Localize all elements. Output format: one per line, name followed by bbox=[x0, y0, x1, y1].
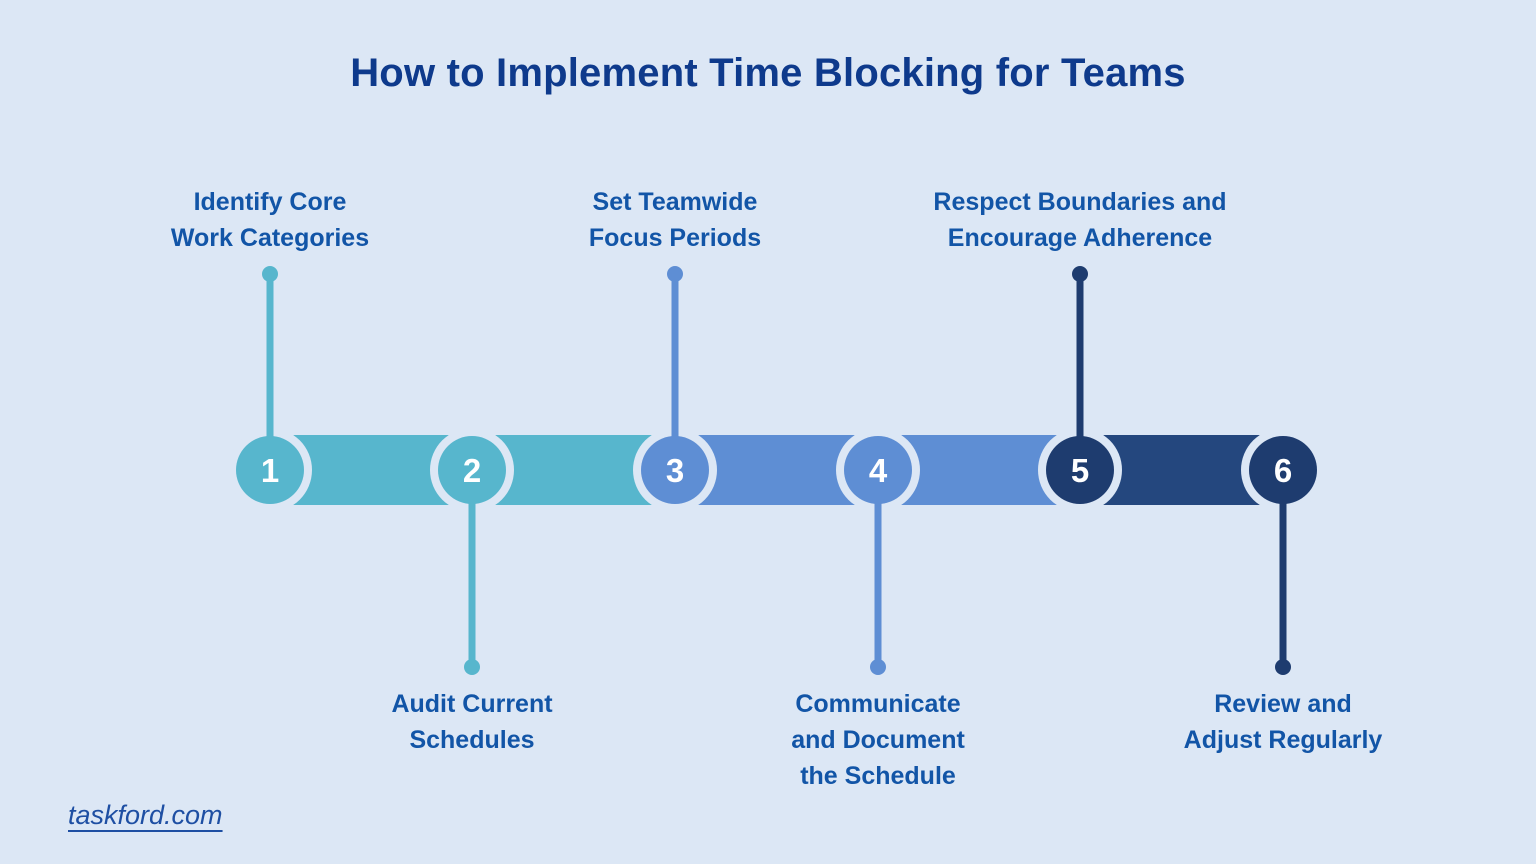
step-connector-4 bbox=[870, 470, 886, 675]
step-label-1: Identify Core Work Categories bbox=[170, 188, 370, 252]
step-number-3: 3 bbox=[666, 452, 684, 489]
connector-dot bbox=[1275, 659, 1291, 675]
step-number-5: 5 bbox=[1071, 452, 1089, 489]
step-number-4: 4 bbox=[869, 452, 888, 489]
connector-stem bbox=[671, 274, 679, 470]
step-circle-5 bbox=[1046, 436, 1114, 504]
connector-stem bbox=[266, 274, 274, 470]
connector-dot bbox=[464, 659, 480, 675]
step-connector-6 bbox=[1275, 470, 1291, 675]
step-connector-3 bbox=[667, 266, 683, 470]
step-label-3: Set Teamwide Focus Periods bbox=[588, 188, 762, 252]
connector-dot bbox=[870, 659, 886, 675]
connector-dot bbox=[1072, 266, 1088, 282]
step-circle-1 bbox=[236, 436, 304, 504]
step-number-1: 1 bbox=[261, 452, 279, 489]
timeline-segments bbox=[270, 435, 1283, 505]
step-connector-1 bbox=[262, 266, 278, 470]
page-title: How to Implement Time Blocking for Teams bbox=[350, 51, 1186, 95]
step-number-2: 2 bbox=[463, 452, 481, 489]
step-connector-5 bbox=[1072, 266, 1088, 470]
connector-stem bbox=[1076, 274, 1084, 470]
connector-dot bbox=[262, 266, 278, 282]
connector-dot bbox=[667, 266, 683, 282]
step-label-6: Review and Adjust Regularly bbox=[1183, 690, 1383, 754]
step-circle-4 bbox=[844, 436, 912, 504]
connector-stem bbox=[468, 470, 476, 667]
step-label-5: Respect Boundaries and Encourage Adheren… bbox=[933, 188, 1227, 252]
step-circle-2 bbox=[438, 436, 506, 504]
step-label-4: Communicate and Document the Schedule bbox=[791, 690, 965, 790]
step-label-2: Audit Current Schedules bbox=[391, 690, 553, 754]
step-connector-2 bbox=[464, 470, 480, 675]
step-number-6: 6 bbox=[1274, 452, 1292, 489]
step-circle-3 bbox=[641, 436, 709, 504]
step-circle-6 bbox=[1249, 436, 1317, 504]
connector-stem bbox=[874, 470, 882, 667]
site-link[interactable]: taskford.com bbox=[68, 800, 223, 830]
connector-stem bbox=[1279, 470, 1287, 667]
